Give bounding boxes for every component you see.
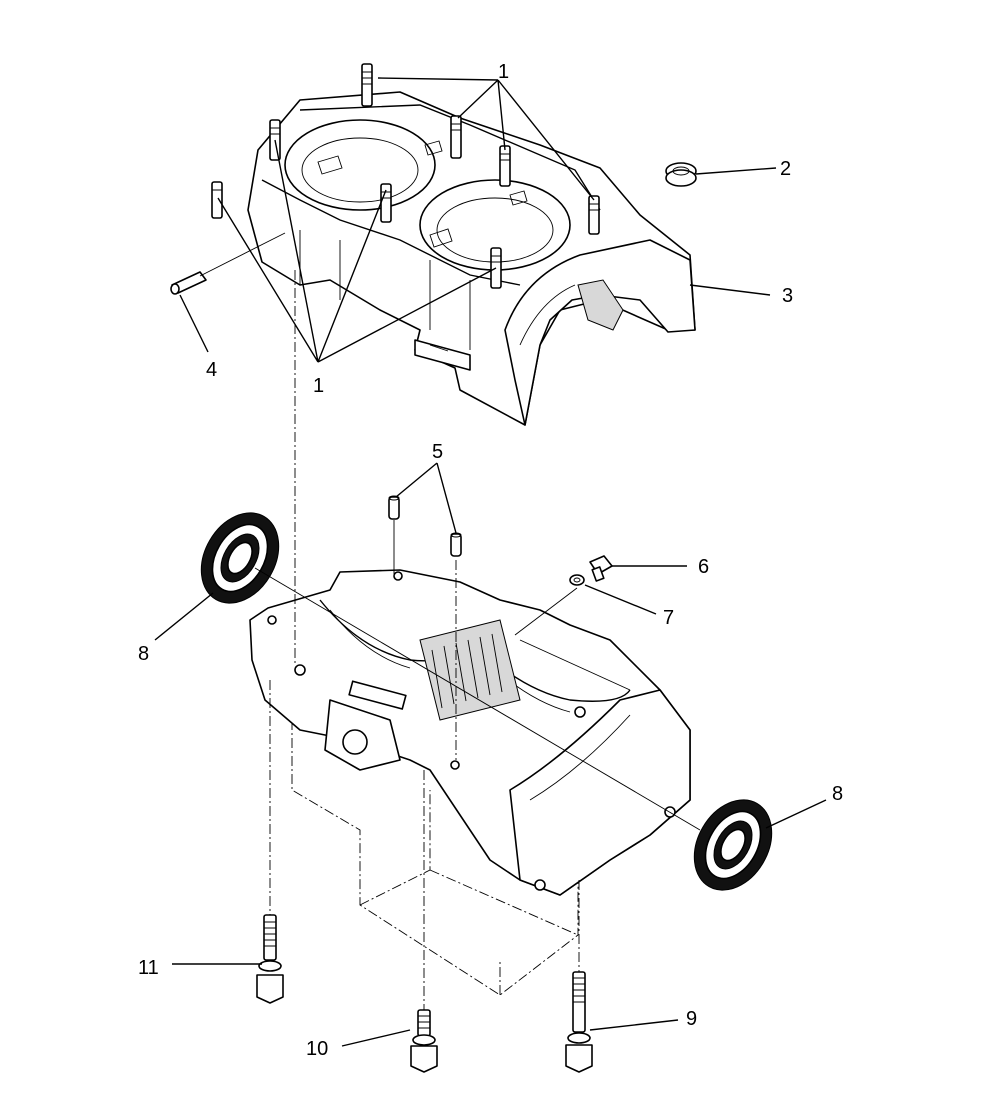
callout-3: 3 [782,285,793,307]
callout-10: 10 [306,1038,328,1060]
callout-4: 4 [206,359,217,381]
callout-labels: 1 1 2 3 4 5 6 7 8 8 9 10 11 [138,61,843,1060]
dowel-pin-part-4 [170,271,207,295]
alignment-lines [254,270,701,1010]
callout-8-right: 8 [832,783,843,805]
bolt-part-9 [565,971,593,1073]
washer-part-7 [569,574,585,586]
callout-8-left: 8 [138,643,149,665]
leader-lines [154,77,827,1047]
callout-6: 6 [698,556,709,578]
lower-crankcase [249,569,691,996]
callout-1-bottom: 1 [313,375,324,397]
drain-plug-part-6 [589,555,613,582]
seal-right-part-8 [693,799,773,891]
dowels-part-5 [388,495,462,557]
bolt-part-11 [256,914,284,1004]
plug-part-2 [665,162,697,187]
callout-2: 2 [780,158,791,180]
callout-9: 9 [686,1008,697,1030]
callout-7: 7 [663,607,674,629]
callout-5: 5 [432,441,443,463]
callout-1-top: 1 [498,61,509,83]
bolt-part-10 [410,1009,438,1073]
seal-left-part-8 [200,512,280,604]
cylinder-studs [211,63,600,289]
callout-11: 11 [138,957,159,979]
